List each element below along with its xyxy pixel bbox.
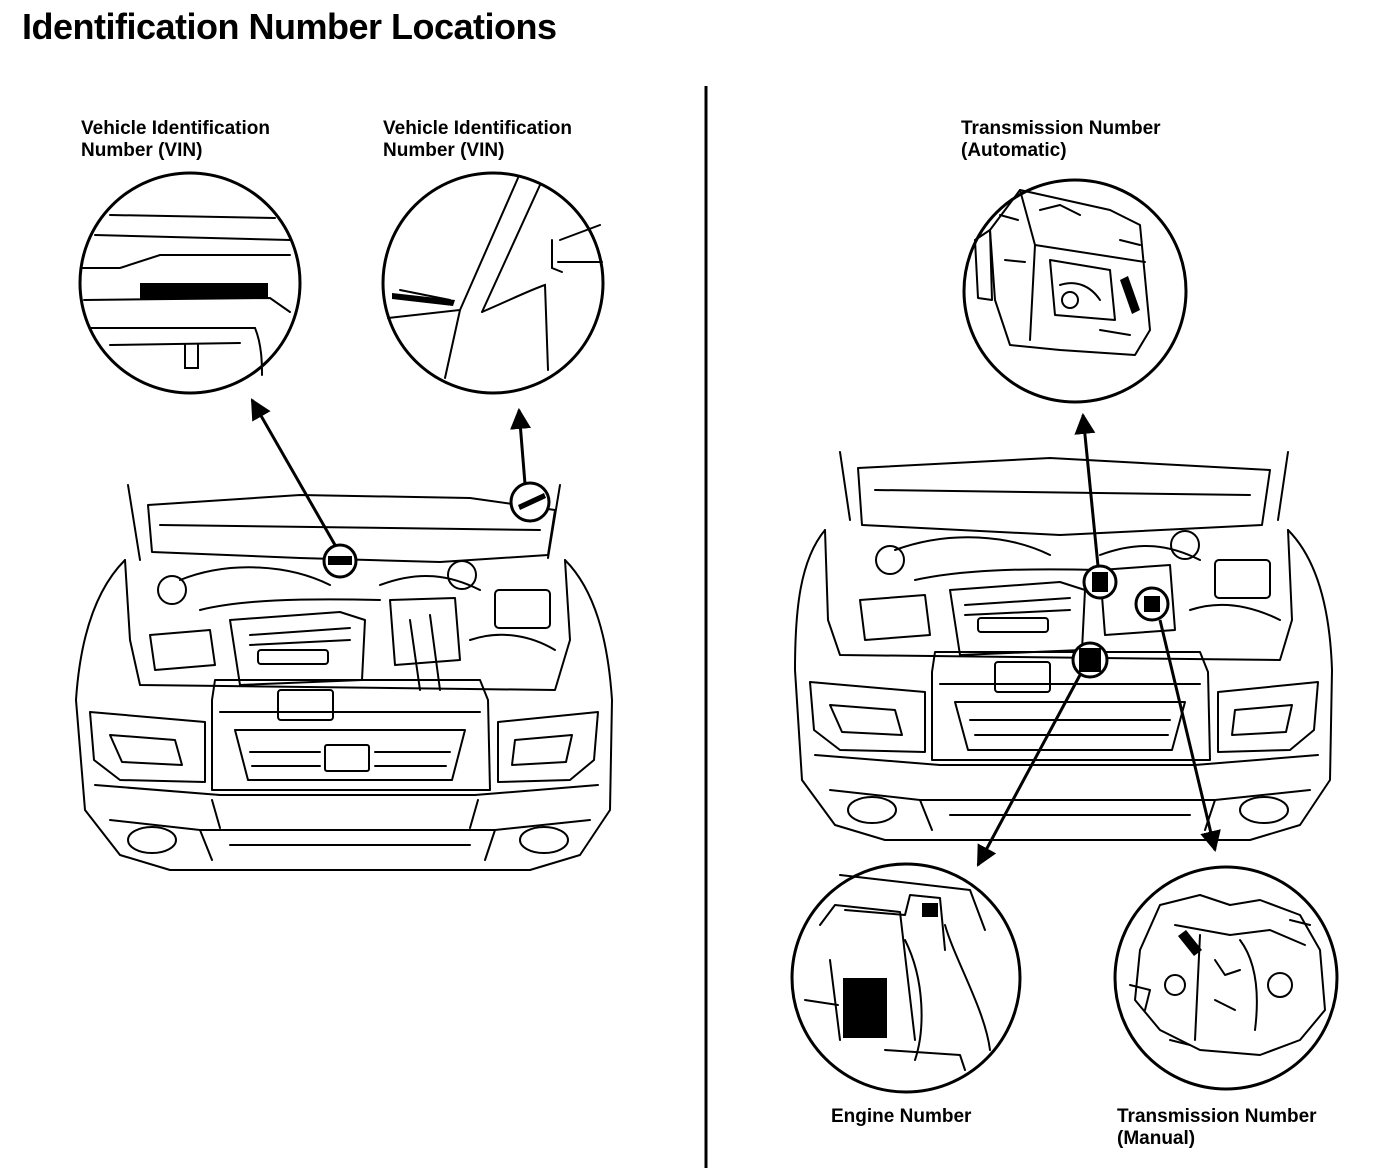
trans-manual-label-line1: Transmission Number	[1117, 1106, 1317, 1127]
vin-dash-location-marker	[322, 543, 358, 579]
vin-body-label: Vehicle Identification Number (VIN)	[383, 118, 572, 162]
trans-auto-label-line1: Transmission Number	[961, 118, 1161, 139]
page-title: Identification Number Locations	[22, 6, 557, 47]
engine-label-line1: Engine Number	[831, 1106, 972, 1127]
engine-location-marker	[1071, 641, 1109, 679]
trans-manual-arrow	[1158, 619, 1221, 853]
vin-dash-label: Vehicle Identification Number (VIN)	[81, 118, 270, 162]
engine-arrow	[976, 674, 1082, 867]
vin-dash-detail-circle	[78, 171, 302, 395]
trans-manual-detail-circle	[1113, 865, 1339, 1091]
trans-manual-label-line2: (Manual)	[1117, 1128, 1196, 1149]
vin-plate-body	[392, 293, 455, 306]
engine-detail-circle	[790, 862, 1022, 1094]
trans-auto-arrow	[1074, 412, 1100, 567]
trans-auto-label-line2: (Automatic)	[961, 140, 1067, 161]
vin-body-location-marker	[509, 481, 551, 523]
trans-manual-label: Transmission Number (Manual)	[1117, 1106, 1317, 1150]
vehicle-front-left	[75, 484, 613, 871]
vin-body-label-line1: Vehicle Identification	[383, 118, 572, 139]
trans-manual-location-marker	[1134, 586, 1170, 622]
vin-dash-label-line2: Number (VIN)	[81, 140, 203, 161]
vin-dash-label-line1: Vehicle Identification	[81, 118, 270, 139]
vin-body-detail-circle	[381, 171, 605, 395]
vin-plate-dash	[140, 283, 268, 299]
vin-dash-arrow	[250, 398, 337, 546]
vin-body-arrow	[510, 407, 531, 485]
vehicle-front-right	[794, 451, 1333, 841]
vin-body-label-line2: Number (VIN)	[383, 140, 505, 161]
engine-number-pad	[843, 978, 887, 1038]
trans-auto-location-marker	[1082, 564, 1118, 600]
trans-auto-detail-circle	[962, 178, 1188, 404]
engine-label: Engine Number	[831, 1106, 971, 1128]
trans-auto-label: Transmission Number (Automatic)	[961, 118, 1161, 162]
